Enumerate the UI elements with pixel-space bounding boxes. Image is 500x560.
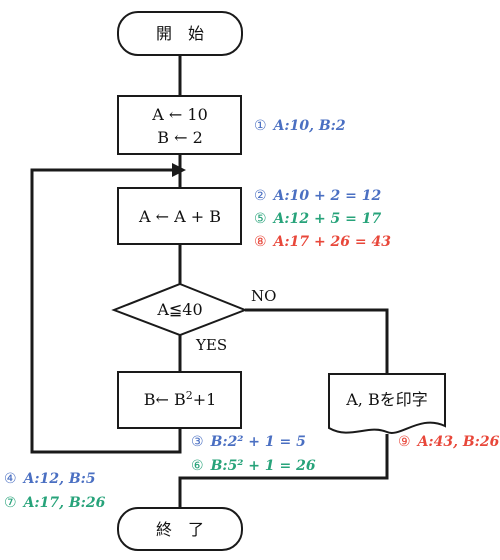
annotation-1-text: A:10, B:2 — [272, 118, 346, 134]
init-shape — [117, 95, 242, 155]
annotation-4-num: ④ — [4, 471, 17, 487]
end-terminal: 終 了 — [117, 507, 243, 551]
update-b-shape — [117, 371, 242, 429]
print-output: A, Bを印字 — [328, 373, 446, 434]
print-label: A, Bを印字 — [345, 390, 428, 409]
annotation-5: ⑤ A:12 + 5 = 17 — [254, 210, 382, 227]
line-loop-back — [30, 168, 182, 454]
annotation-2-text: A:10 + 2 = 12 — [272, 188, 382, 204]
annotation-2: ② A:10 + 2 = 12 — [254, 187, 382, 204]
annotation-3: ③ B:2² + 1 = 5 — [191, 433, 306, 450]
annotation-9-num: ⑨ — [398, 434, 411, 450]
annotation-6: ⑥ B:5² + 1 = 26 — [191, 457, 316, 474]
annotation-7-text: A:17, B:26 — [22, 495, 106, 511]
yes-label: YES — [195, 336, 227, 354]
annotation-5-num: ⑤ — [254, 211, 267, 227]
condition-shape — [111, 282, 248, 337]
annotation-1-num: ① — [254, 118, 267, 134]
condition-label: A≦40 — [156, 300, 202, 319]
start-shape — [117, 11, 243, 56]
start-terminal: 開 始 — [117, 11, 243, 56]
init-label-b: B ← 2 — [157, 128, 203, 147]
annotation-5-text: A:12 + 5 = 17 — [272, 211, 382, 227]
annotation-9: ⑨ A:43, B:26 — [398, 433, 500, 450]
line-no-branch — [245, 308, 389, 374]
annotation-7-num: ⑦ — [4, 495, 17, 511]
annotation-3-num: ③ — [191, 434, 204, 450]
connectors — [30, 55, 389, 508]
annotation-9-text: A:43, B:26 — [416, 434, 500, 450]
update-b-process: B← B2+1 — [117, 371, 242, 429]
end-label: 終 了 — [156, 520, 204, 539]
end-shape — [117, 507, 243, 551]
annotation-4-text: A:12, B:5 — [22, 471, 96, 487]
update-a-shape — [117, 187, 242, 245]
no-label: NO — [251, 287, 276, 305]
annotation-8-num: ⑧ — [254, 234, 267, 250]
annotation-8: ⑧ A:17 + 26 = 43 — [254, 233, 391, 250]
annotation-3-text: B:2² + 1 = 5 — [210, 434, 306, 450]
annotation-6-num: ⑥ — [191, 458, 204, 474]
update-b-label: B← B2+1 — [144, 389, 217, 410]
annotation-2-num: ② — [254, 188, 267, 204]
annotation-6-text: B:5² + 1 = 26 — [210, 458, 316, 474]
annotation-8-text: A:17 + 26 = 43 — [272, 234, 392, 250]
update-a-process: A ← A + B — [117, 187, 242, 245]
annotation-7: ⑦ A:17, B:26 — [4, 494, 106, 511]
update-b-exponent: 2 — [186, 389, 193, 402]
annotation-1: ① A:10, B:2 — [254, 117, 346, 134]
loop-arrowhead-icon — [172, 163, 186, 177]
start-label: 開 始 — [156, 24, 204, 43]
line-print-to-end — [178, 434, 389, 508]
annotations: ① A:10, B:2 ② A:10 + 2 = 12 ⑤ A:12 + 5 =… — [4, 117, 500, 511]
print-shape — [328, 373, 446, 434]
update-b-base: B← B — [144, 390, 186, 409]
update-a-label: A ← A + B — [138, 207, 221, 226]
annotation-4: ④ A:12, B:5 — [4, 470, 96, 487]
update-b-tail: +1 — [193, 390, 217, 409]
condition-decision: A≦40 — [111, 282, 248, 337]
init-process: A ← 10 B ← 2 — [117, 95, 242, 155]
init-label-a: A ← 10 — [151, 105, 208, 124]
